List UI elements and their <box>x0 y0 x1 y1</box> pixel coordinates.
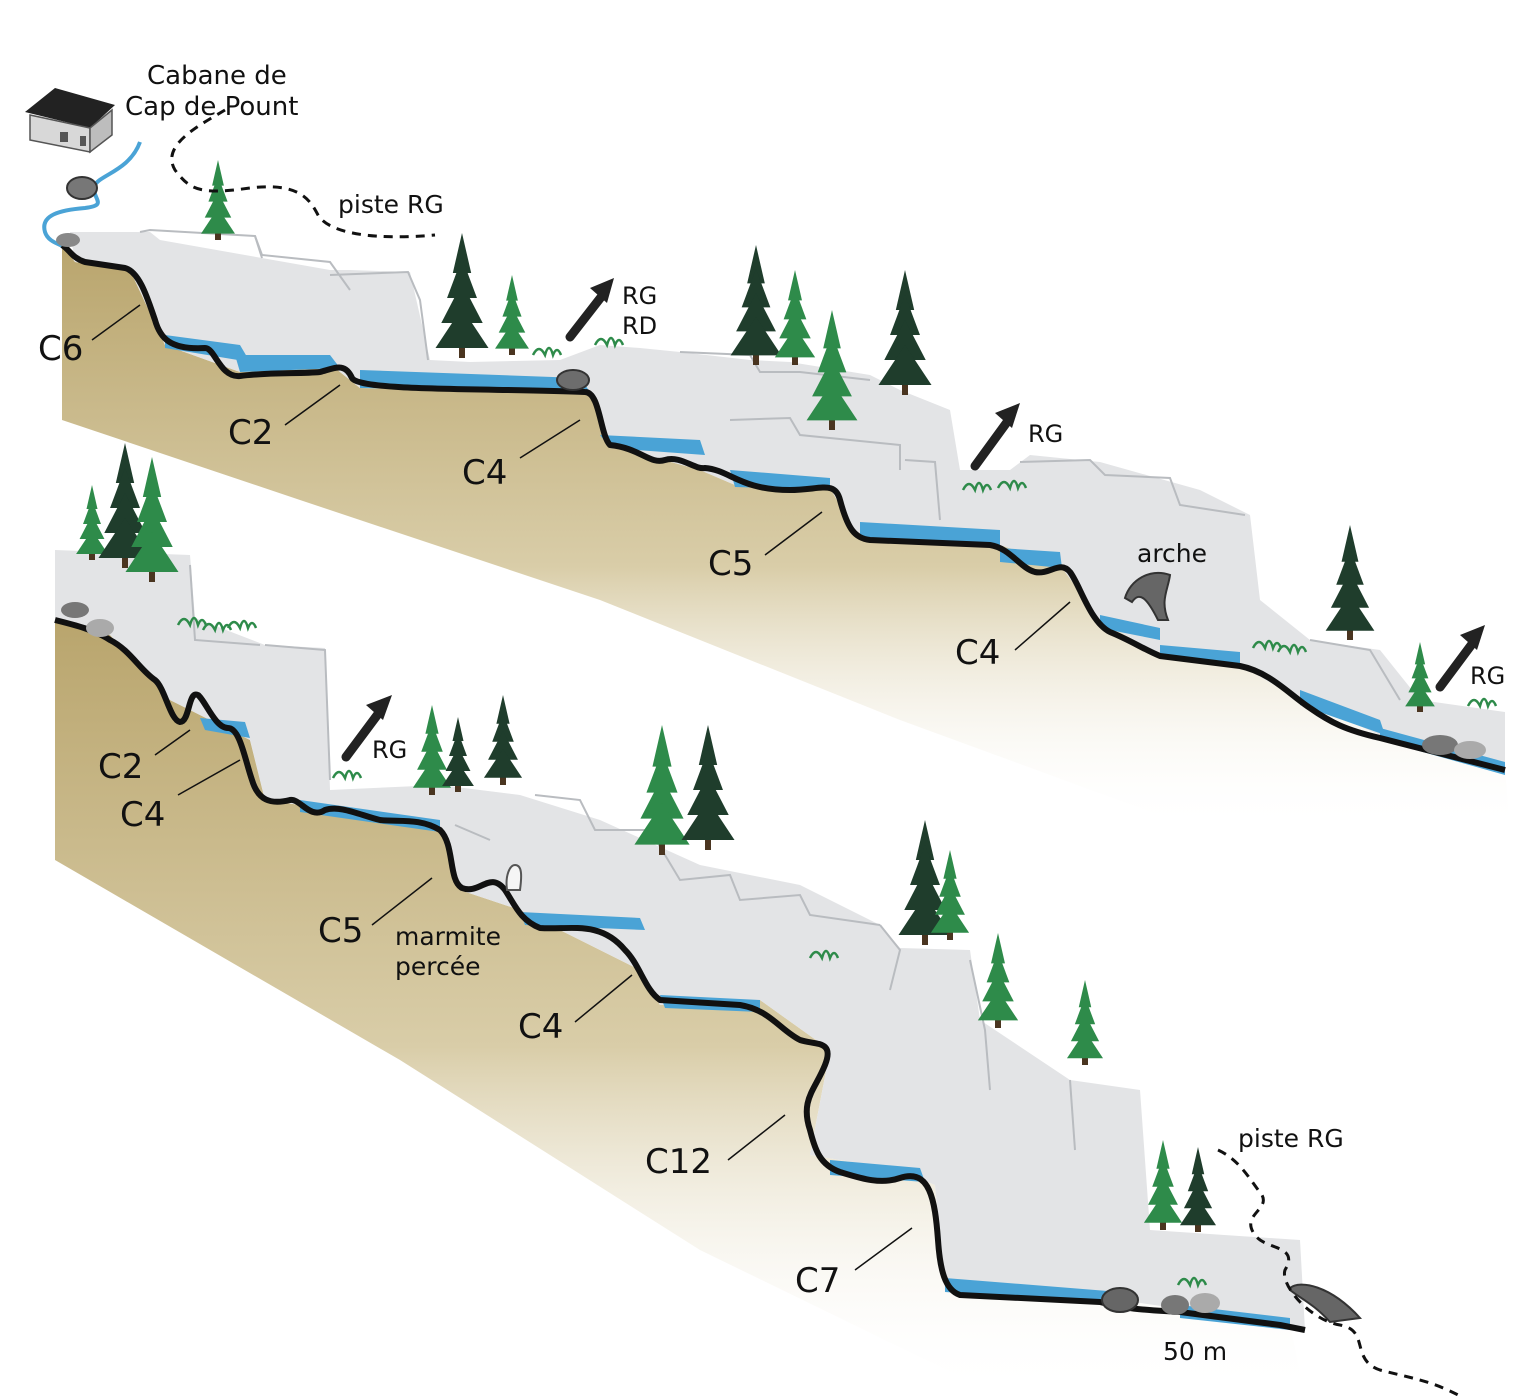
tree-icon <box>495 275 529 355</box>
exit-arrow-4[interactable] <box>341 695 392 762</box>
tree-icon <box>435 233 489 358</box>
grass-tufts <box>176 336 1498 1289</box>
exit-arrows <box>341 278 1485 762</box>
earth-upper <box>62 245 1510 830</box>
leader-lines <box>91 304 1071 1271</box>
tree-icon <box>76 485 108 560</box>
tree-icon <box>977 933 1019 1028</box>
jump-label-c4-lower-1: C4 <box>120 795 165 835</box>
stream-from-hut <box>42 141 142 248</box>
grass-tuft <box>1466 697 1498 710</box>
tree-icon <box>730 245 782 365</box>
grass-tuft <box>176 616 208 629</box>
jump-label-c2-upper: C2 <box>228 413 273 453</box>
tree-icon <box>412 705 452 795</box>
pothole-label-line1: marmite <box>395 922 501 951</box>
rock-blocks-lower <box>189 564 1076 1151</box>
rock-blocks-upper <box>139 228 1401 701</box>
exit-arrow-2[interactable] <box>970 403 1020 471</box>
tree-icon <box>806 310 858 430</box>
tree-icon <box>98 443 152 568</box>
tree-icon <box>878 270 932 395</box>
grass-tuft <box>201 621 233 634</box>
riverbed-upper <box>60 242 1506 773</box>
exit1-label-line1: RG <box>622 282 657 310</box>
jump-label-c7: C7 <box>795 1261 840 1301</box>
exit-track-label: piste RG <box>1238 1124 1344 1153</box>
jump-label-c4-upper-2: C4 <box>955 633 1000 673</box>
grass-tuft <box>226 619 258 632</box>
grass-tuft <box>1176 1276 1208 1289</box>
pothole-label-line2: percée <box>395 952 481 981</box>
jump-label-c4-upper-1: C4 <box>462 453 507 493</box>
exit4-label: RG <box>372 736 407 764</box>
exit2-label: RG <box>1028 420 1063 448</box>
boulders-upper <box>56 176 1486 759</box>
hut-label-line2: Cap de Pount <box>125 92 298 122</box>
trees <box>76 160 1435 1232</box>
jump-label-c6: C6 <box>38 329 83 369</box>
exit-rock <box>1289 1283 1363 1324</box>
jump-label-c12: C12 <box>645 1142 712 1182</box>
hut-label-line1: Cabane de <box>147 61 287 91</box>
grass-tuft <box>996 479 1028 492</box>
exit1-label-line2: RD <box>622 312 657 340</box>
jump-label-c5-lower: C5 <box>318 911 363 951</box>
tree-icon <box>1325 525 1375 640</box>
approach-track-label: piste RG <box>338 190 444 219</box>
section-upper <box>42 141 1510 830</box>
arch-label: arche <box>1137 539 1207 568</box>
jump-label-c4-lower-2: C4 <box>518 1007 563 1047</box>
exit-track <box>1217 1148 1461 1398</box>
grass-tuft <box>1251 639 1283 652</box>
tree-icon <box>125 457 179 582</box>
grass-tuft <box>331 769 363 782</box>
tree-icon <box>774 270 816 365</box>
rock-wall-lower <box>55 550 1305 1330</box>
grass-tuft <box>531 346 563 359</box>
section-lower <box>54 550 1363 1396</box>
grass-tuft <box>1276 643 1308 656</box>
tree-icon <box>483 695 523 785</box>
exit-arrow-1[interactable] <box>565 278 614 342</box>
riverbed-lower <box>54 617 1306 1333</box>
tree-icon <box>442 717 474 792</box>
jump-label-c2-lower: C2 <box>98 747 143 787</box>
exit-arrow-3[interactable] <box>1435 625 1485 692</box>
tree-icon <box>634 725 690 855</box>
tree-icon <box>1179 1147 1217 1232</box>
grass-tuft <box>961 481 993 494</box>
final-distance-label: 50 m <box>1163 1337 1227 1366</box>
jump-label-c5-upper: C5 <box>708 544 753 584</box>
boulders-lower <box>61 602 1220 1315</box>
tree-icon <box>1066 980 1104 1065</box>
tree-icon <box>1143 1140 1183 1230</box>
labels: Cabane de Cap de Pount piste RG C6 C2 C4… <box>38 61 1505 1366</box>
tree-icon <box>681 725 735 850</box>
grass-tuft <box>808 949 840 962</box>
tree-icon <box>930 850 970 940</box>
hut-icon <box>25 88 115 154</box>
pothole-shape <box>505 863 523 891</box>
tree-icon <box>201 160 235 240</box>
grass-tuft <box>593 336 625 349</box>
tree-icon <box>1405 642 1435 712</box>
arch-shape <box>1123 572 1172 621</box>
exit3-label: RG <box>1470 662 1505 690</box>
